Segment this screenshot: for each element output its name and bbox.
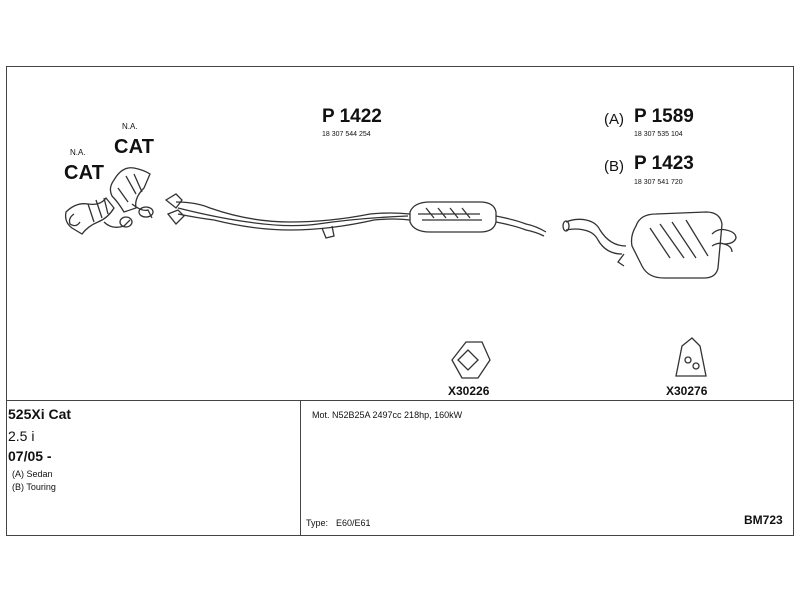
oe-number-p1422: 18 307 544 254 bbox=[322, 131, 371, 138]
catalytic-converter-right-icon bbox=[109, 167, 154, 219]
production-date: 07/05 - bbox=[8, 448, 52, 464]
middle-silencer-icon bbox=[409, 201, 497, 233]
diagram-frame bbox=[6, 66, 794, 536]
cat-left-label: CAT bbox=[64, 162, 105, 184]
mount-code-x30276[interactable]: X30276 bbox=[666, 384, 708, 398]
mount-x30226-icon bbox=[451, 341, 491, 379]
part-prefix-b: (B) bbox=[604, 158, 624, 175]
variant-a: (A) Sedan bbox=[12, 469, 53, 479]
type-value: E60/E61 bbox=[336, 518, 371, 528]
part-number-p1422[interactable]: P 1422 bbox=[322, 106, 382, 127]
mount-x30276-icon bbox=[675, 337, 707, 377]
reference-code: BM723 bbox=[744, 513, 783, 527]
part-number-p1423[interactable]: P 1423 bbox=[634, 153, 694, 174]
oe-number-p1423: 18 307 541 720 bbox=[634, 179, 683, 186]
rear-silencer-icon bbox=[617, 211, 737, 279]
variant-b: (B) Touring bbox=[12, 482, 56, 492]
divider-vertical bbox=[300, 400, 301, 536]
oe-number-p1589: 18 307 535 104 bbox=[634, 131, 683, 138]
engine-size: 2.5 i bbox=[8, 428, 35, 444]
cat-right-label: CAT bbox=[114, 136, 155, 158]
cat-left-label-top: N.A. bbox=[70, 148, 86, 157]
motor-spec: Mot. N52B25A 2497cc 218hp, 160kW bbox=[312, 410, 463, 420]
cat-right-label-top: N.A. bbox=[122, 122, 138, 131]
vehicle-model: 525Xi Cat bbox=[8, 406, 72, 422]
part-prefix-a: (A) bbox=[604, 111, 624, 128]
part-number-p1589[interactable]: P 1589 bbox=[634, 106, 694, 127]
divider-horizontal bbox=[6, 400, 794, 401]
mount-code-x30226[interactable]: X30226 bbox=[448, 384, 490, 398]
type-label: Type: bbox=[306, 518, 329, 528]
catalytic-converter-left-icon bbox=[64, 196, 133, 235]
